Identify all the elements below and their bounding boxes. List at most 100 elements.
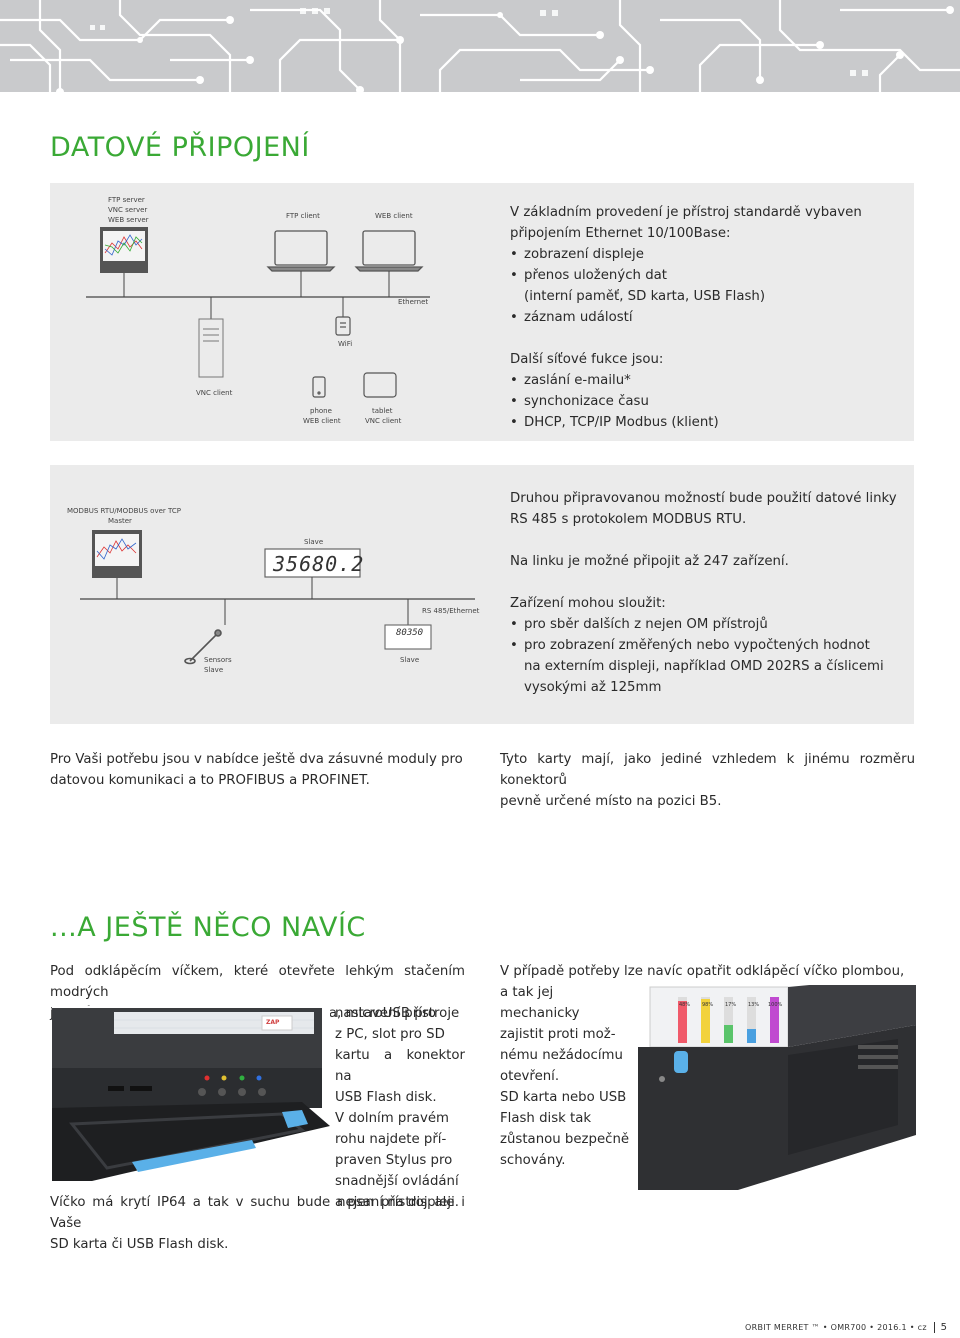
small-display-value: 80350 — [396, 628, 424, 638]
modbus-diagram-graphic — [80, 530, 475, 665]
paragraph-line: USB Flash disk. — [335, 1090, 437, 1105]
ethernet-intro-line2: připojením Ethernet 10/100Base: — [510, 226, 731, 241]
label-vnc-client: VNC client — [196, 389, 233, 397]
wifi-router-icon — [335, 316, 351, 336]
large-display-value: 35680.2 — [273, 552, 365, 576]
label-master-protocol: MODBUS RTU/MODBUS over TCP — [67, 507, 181, 515]
label-ftp-server: FTP server — [108, 196, 145, 204]
small-display-icon — [384, 624, 432, 650]
modbus-diagram: MODBUS RTU/MODBUS over TCP Master Slave … — [50, 465, 500, 724]
profibus-paragraph: Pro Vaši potřebu jsou v nabídce ještě dv… — [50, 749, 465, 791]
ethernet-intro-line1: V základním provedení je přístroj standa… — [510, 205, 862, 220]
ethernet-description: V základním provedení je přístroj standa… — [510, 202, 905, 433]
paragraph-line: zajistit proti mož- — [500, 1027, 616, 1042]
page-number: 5 — [933, 1322, 948, 1333]
modbus-usage-item: pro zobrazení změřených nebo vypočtených… — [510, 635, 905, 656]
paragraph-line: Flash disk tak — [500, 1111, 592, 1126]
label-rs485: RS 485/Ethernet — [422, 607, 480, 615]
paragraph-line: praven Stylus pro — [335, 1153, 453, 1168]
device-sealed-cover-photo: 48% 98% 17% 13% 100% — [638, 975, 916, 1190]
paragraph-line: Pod odklápěcím víčkem, které otevřete le… — [50, 964, 465, 1000]
paragraph-line: a tak jej mechanicky — [500, 985, 580, 1021]
circuit-pattern-graphic — [0, 0, 960, 92]
paragraph-line: nému nežádocímu — [500, 1048, 623, 1063]
paragraph-line: SD karta či USB Flash disk. — [50, 1237, 229, 1252]
paragraph-line: rohu najdete pří- — [335, 1132, 447, 1147]
label-sensors-slave: Slave — [204, 666, 224, 674]
tablet-icon — [363, 372, 397, 398]
paragraph-line: snadnější ovládání — [335, 1174, 459, 1189]
modbus-description: Druhou připravovanou možností bude použi… — [510, 488, 905, 698]
footer-brand: ORBIT MERRET ™ • OMR700 • 2016.1 • cz — [745, 1323, 927, 1332]
extras-left-bottom: Víčko má krytí IP64 a tak v suchu bude n… — [50, 1192, 465, 1255]
ethernet-bullet-continuation: (interní paměť, SD karta, USB Flash) — [524, 289, 766, 304]
paragraph-line: kartu a konektor na — [335, 1048, 465, 1084]
paragraph-line: datovou komunikaci a to PROFIBUS a PROFI… — [50, 773, 370, 788]
label-phone: phone — [310, 407, 332, 415]
circuit-header-band — [0, 0, 960, 92]
laptop-web-client-icon — [354, 230, 424, 272]
modbus-text-line: RS 485 s protokolem MODBUS RTU. — [510, 512, 747, 527]
label-sensors: Sensors — [204, 656, 232, 664]
label-ftp-client: FTP client — [286, 212, 320, 220]
bar-label: 17% — [725, 1002, 737, 1008]
paragraph-line: schovány. — [500, 1153, 566, 1168]
section-title-extras: ...A JEŠTĚ NĚCO NAVÍC — [50, 912, 366, 943]
modbus-usage-continuation: na externím displeji, například OMD 202R… — [524, 659, 884, 674]
device-open-cover-graphic — [52, 1006, 330, 1181]
bar-label: 13% — [748, 1002, 760, 1008]
ethernet-diagram: FTP server VNC server WEB server FTP cli… — [50, 183, 500, 441]
label-tablet: tablet — [372, 407, 393, 415]
network-function-item: synchonizace času — [510, 391, 905, 412]
ethernet-bullet-item: přenos uložených dat — [510, 265, 905, 286]
label-master: Master — [108, 517, 132, 525]
extras-right-intro: V případě potřeby lze navíc opatřit odkl… — [500, 964, 905, 979]
bar-label: 48% — [679, 1002, 691, 1008]
paragraph-line: SD karta nebo USB — [500, 1090, 627, 1105]
paragraph-line: Tyto karty mají, jako jediné vzhledem k … — [500, 752, 915, 788]
modbus-usage-intro: Zařízení mohou sloužit: — [510, 596, 666, 611]
device-open-cover-photo: ZAP — [52, 1006, 330, 1181]
ethernet-bullet-item: záznam událostí — [510, 307, 905, 328]
page-footer: ORBIT MERRET ™ • OMR700 • 2016.1 • cz 5 — [745, 1322, 948, 1333]
label-slave-bottom: Slave — [400, 656, 420, 664]
label-vnc-server: VNC server — [108, 206, 148, 214]
phone-icon — [312, 376, 326, 398]
sensor-probe-icon — [184, 629, 222, 665]
label-phone-web-client: WEB client — [303, 417, 341, 425]
cards-paragraph: Tyto karty mají, jako jediné vzhledem k … — [500, 749, 915, 812]
paragraph-line: z PC, slot pro SD — [335, 1027, 445, 1042]
label-slave-display: Slave — [304, 538, 324, 546]
desktop-tower-icon — [198, 318, 224, 378]
label-tablet-vnc-client: VNC client — [365, 417, 402, 425]
label-web-server: WEB server — [108, 216, 149, 224]
network-function-item: zaslání e-mailu* — [510, 370, 905, 391]
label-web-client: WEB client — [375, 212, 413, 220]
bar-label: 98% — [702, 1002, 714, 1008]
label-wifi: WiFi — [338, 340, 353, 348]
network-diagram-graphic — [86, 227, 430, 398]
paragraph-line: zůstanou bezpečně — [500, 1132, 630, 1147]
modbus-usage-continuation: vysokými až 125mm — [524, 680, 662, 695]
paragraph-line: a psaní na displeji. — [335, 1195, 460, 1210]
paragraph-line: pevně určené místo na pozici B5. — [500, 794, 722, 809]
network-functions-intro: Další síťové fukce jsou: — [510, 352, 664, 367]
laptop-ftp-client-icon — [266, 230, 336, 272]
paragraph-line: nastavení přístroje — [335, 1006, 460, 1021]
bar-label: 100% — [768, 1002, 783, 1008]
ethernet-panel: FTP server VNC server WEB server FTP cli… — [50, 183, 914, 441]
device-sealed-cover-graphic — [638, 975, 916, 1190]
modbus-usage-item: pro sběr dalších z nejen OM přístrojů — [510, 614, 905, 635]
network-function-item: DHCP, TCP/IP Modbus (klient) — [510, 412, 905, 433]
ethernet-bullet-item: zobrazení displeje — [510, 244, 905, 265]
photo-label-zap: ZAP — [266, 1019, 280, 1026]
modbus-panel: MODBUS RTU/MODBUS over TCP Master Slave … — [50, 465, 914, 724]
section-title-data-connection: DATOVÉ PŘIPOJENÍ — [50, 132, 310, 163]
paragraph-line: V dolním pravém — [335, 1111, 449, 1126]
paragraph-line: otevření. — [500, 1069, 560, 1084]
extras-left-side-text: nastavení přístroje z PC, slot pro SD ka… — [335, 1003, 465, 1213]
modbus-text-line: Na linku je možné připojit až 247 zaříze… — [510, 554, 789, 569]
recorder-device-icon — [100, 227, 148, 273]
master-recorder-icon — [92, 530, 142, 578]
extras-right-side-text: a tak jej mechanicky zajistit proti mož-… — [500, 982, 635, 1171]
